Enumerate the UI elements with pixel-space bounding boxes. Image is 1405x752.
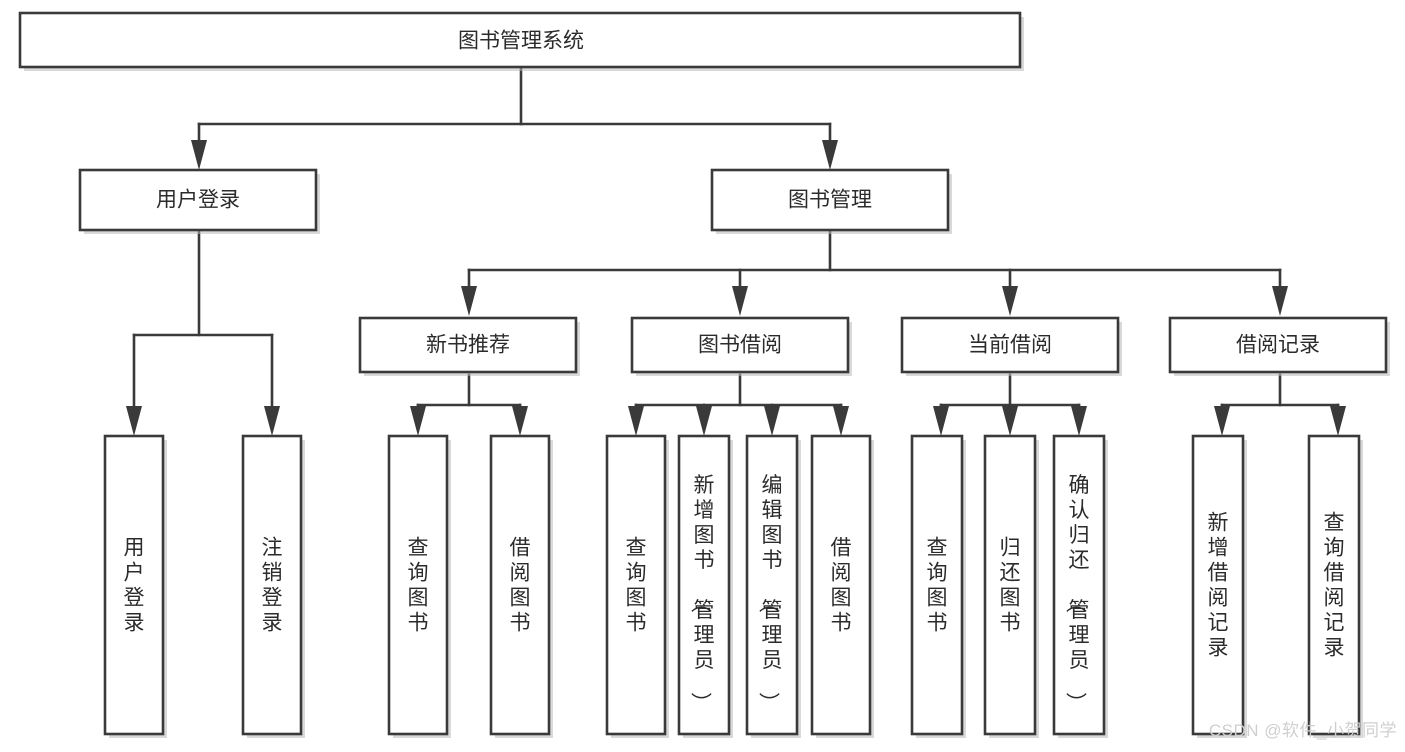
book-borrow-box: [630, 316, 850, 374]
arrow-head-leaf-cb-3: [1071, 406, 1087, 436]
leaf-borrow-record-query[interactable]: 查询借阅记录: [1307, 434, 1363, 738]
leaf-box: [489, 434, 551, 736]
leaf-label: 编辑图书（管理员）: [757, 474, 783, 713]
leaf-label: 新增借阅记录: [1208, 512, 1229, 660]
leaf-box: [745, 434, 799, 736]
borrow-record-label: 借阅记录: [1236, 334, 1320, 357]
leaf-box: [387, 434, 449, 736]
arrow-head-leaf-br-1: [1214, 406, 1230, 436]
leaf-box: [1307, 434, 1361, 736]
arrow-head-to-user-login: [191, 140, 207, 170]
leaf-box: [605, 434, 667, 736]
arrow-head-leaf-user-login-1: [126, 406, 142, 436]
book-borrow-label: 图书借阅: [698, 334, 782, 357]
arrow-head-to-book-manage: [822, 140, 838, 170]
node-borrow-record[interactable]: 借阅记录: [1168, 316, 1390, 376]
leaf-current-borrow-return[interactable]: 归还图书: [983, 434, 1039, 738]
arrow-head-to-new-book: [461, 286, 477, 316]
leaf-box: [677, 434, 731, 736]
leaf-layer: 用户登录 注销登录 查询图书 借阅图书 查询图书 新增图书（管理员）: [103, 434, 1363, 738]
borrow-record-box: [1168, 316, 1388, 374]
connector-layer: [126, 66, 1346, 436]
arrow-head-to-current-borrow: [1002, 286, 1018, 316]
leaf-new-book-borrow[interactable]: 借阅图书: [489, 434, 553, 738]
arrow-head-to-book-borrow: [732, 286, 748, 316]
leaf-label: 用户登录: [124, 537, 145, 635]
leaf-box: [983, 434, 1037, 736]
leaf-label: 注销登录: [262, 537, 283, 635]
user-login-box: [78, 168, 318, 232]
leaf-box: [241, 434, 303, 736]
leaf-label: 查询借阅记录: [1324, 512, 1345, 660]
leaf-book-borrow-borrow[interactable]: 借阅图书: [810, 434, 874, 738]
leaf-box: [1052, 434, 1106, 736]
leaf-label: 新增图书（管理员）: [689, 474, 715, 713]
leaf-label: 查询图书: [626, 537, 647, 635]
node-current-borrow[interactable]: 当前借阅: [900, 316, 1122, 376]
current-borrow-box: [900, 316, 1120, 374]
leaf-box: [810, 434, 872, 736]
root-label: 图书管理系统: [458, 30, 584, 53]
arrow-head-leaf-br-2: [1330, 406, 1346, 436]
node-book-borrow[interactable]: 图书借阅: [630, 316, 852, 376]
leaf-label: 查询图书: [927, 537, 948, 635]
leaf-user-login-logout[interactable]: 注销登录: [241, 434, 305, 738]
leaf-label: 借阅图书: [831, 537, 852, 635]
leaf-box: [1191, 434, 1245, 736]
leaf-label: 归还图书: [1000, 537, 1021, 635]
leaf-book-borrow-edit[interactable]: 编辑图书（管理员）: [745, 434, 801, 738]
leaf-label: 确认归还（管理员）: [1064, 474, 1090, 713]
arrow-head-leaf-bb-2: [696, 406, 712, 436]
leaf-book-borrow-query[interactable]: 查询图书: [605, 434, 669, 738]
arrow-head-leaf-cb-1: [933, 406, 949, 436]
arrow-head-leaf-cb-2: [1002, 406, 1018, 436]
new-book-label: 新书推荐: [426, 334, 510, 357]
csdn-watermark: CSDN @软件_小贺同学: [1208, 721, 1397, 740]
book-management-label: 图书管理: [788, 189, 872, 212]
arrow-head-to-borrow-record: [1272, 286, 1288, 316]
node-book-management[interactable]: 图书管理: [710, 168, 952, 234]
leaf-borrow-record-add[interactable]: 新增借阅记录: [1191, 434, 1247, 738]
book-management-box: [710, 168, 950, 232]
leaf-current-borrow-query[interactable]: 查询图书: [910, 434, 966, 738]
leaf-new-book-query[interactable]: 查询图书: [387, 434, 451, 738]
node-new-book-recommend[interactable]: 新书推荐: [358, 316, 580, 376]
arrow-head-leaf-nb-1: [410, 406, 426, 436]
leaf-label: 查询图书: [408, 537, 429, 635]
arrow-head-leaf-user-login-2: [264, 406, 280, 436]
arrow-head-leaf-bb-1: [628, 406, 644, 436]
new-book-box: [358, 316, 578, 374]
leaf-label: 借阅图书: [510, 537, 531, 635]
node-root-book-management-system[interactable]: 图书管理系统: [18, 11, 1024, 71]
arrow-head-leaf-bb-4: [833, 406, 849, 436]
leaf-box: [910, 434, 964, 736]
root-box: [18, 11, 1022, 69]
node-user-login[interactable]: 用户登录: [78, 168, 320, 234]
leaf-current-borrow-confirm[interactable]: 确认归还（管理员）: [1052, 434, 1108, 738]
leaf-user-login-login[interactable]: 用户登录: [103, 434, 167, 738]
arrow-head-leaf-bb-3: [764, 406, 780, 436]
arrow-head-leaf-nb-2: [512, 406, 528, 436]
leaf-box: [103, 434, 165, 736]
current-borrow-label: 当前借阅: [968, 334, 1052, 357]
leaf-book-borrow-add[interactable]: 新增图书（管理员）: [677, 434, 733, 738]
user-login-label: 用户登录: [156, 189, 240, 212]
